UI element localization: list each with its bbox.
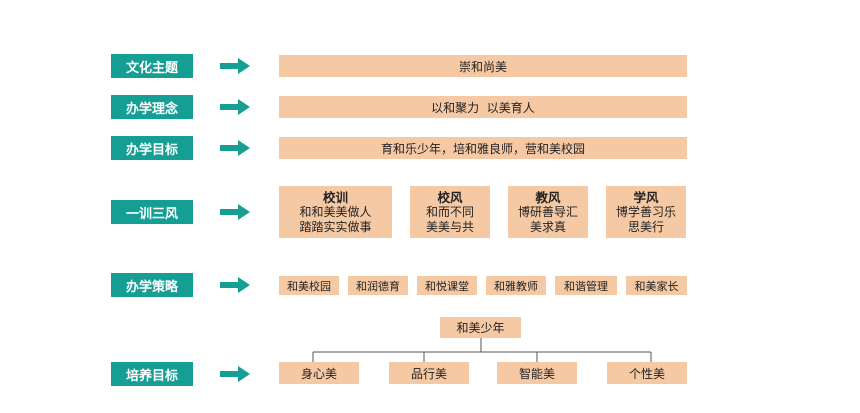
school-style-box: 校风 和而不同 美美与共 [410, 186, 490, 238]
right-arrow-icon [220, 140, 250, 156]
right-arrow-icon [220, 99, 250, 115]
motto-title: 校训 [322, 189, 348, 205]
training-item: 身心美 [279, 362, 359, 384]
motto-box: 校训 和和美美做人 踏踏实实做事 [279, 186, 392, 238]
school-style-title: 校风 [437, 189, 463, 205]
motto-line: 踏踏实实做事 [299, 219, 372, 234]
training-item: 个性美 [607, 362, 687, 384]
school-style-line: 美美与共 [425, 219, 474, 234]
strategy-item: 和谐管理 [555, 276, 617, 295]
label-school-goal: 办学目标 [111, 136, 193, 160]
label-one-motto-three-styles: 一训三风 [111, 200, 193, 224]
teaching-style-title: 教风 [535, 189, 561, 205]
strategy-item: 和悦课堂 [417, 276, 477, 295]
right-arrow-icon [220, 58, 250, 74]
culture-theme-box: 崇和尚美 [279, 55, 687, 77]
training-item: 智能美 [497, 362, 577, 384]
training-item: 品行美 [389, 362, 469, 384]
school-style-line: 和而不同 [425, 204, 474, 219]
label-strategy: 办学策略 [111, 273, 193, 297]
strategy-item: 和雅教师 [486, 276, 546, 295]
teaching-style-line: 博研善导汇 [517, 204, 578, 219]
teaching-style-line: 美求真 [529, 219, 566, 234]
strategy-item: 和美家长 [626, 276, 687, 295]
strategy-item: 和美校园 [279, 276, 339, 295]
study-style-box: 学风 博学善习乐 思美行 [606, 186, 686, 238]
label-culture-theme: 文化主题 [111, 54, 193, 78]
training-root-box: 和美少年 [440, 317, 521, 338]
right-arrow-icon [220, 204, 250, 220]
right-arrow-icon [220, 366, 250, 382]
study-style-title: 学风 [633, 189, 659, 205]
school-goal-box: 育和乐少年，培和雅良师，营和美校园 [279, 137, 687, 159]
motto-line: 和和美美做人 [299, 204, 372, 219]
philosophy-box: 以和聚力 以美育人 [279, 96, 687, 118]
right-arrow-icon [220, 277, 250, 293]
study-style-line: 博学善习乐 [615, 204, 676, 219]
label-philosophy: 办学理念 [111, 95, 193, 119]
strategy-item: 和润德育 [348, 276, 408, 295]
teaching-style-box: 教风 博研善导汇 美求真 [508, 186, 588, 238]
study-style-line: 思美行 [627, 219, 664, 234]
label-training-goal: 培养目标 [111, 362, 193, 386]
